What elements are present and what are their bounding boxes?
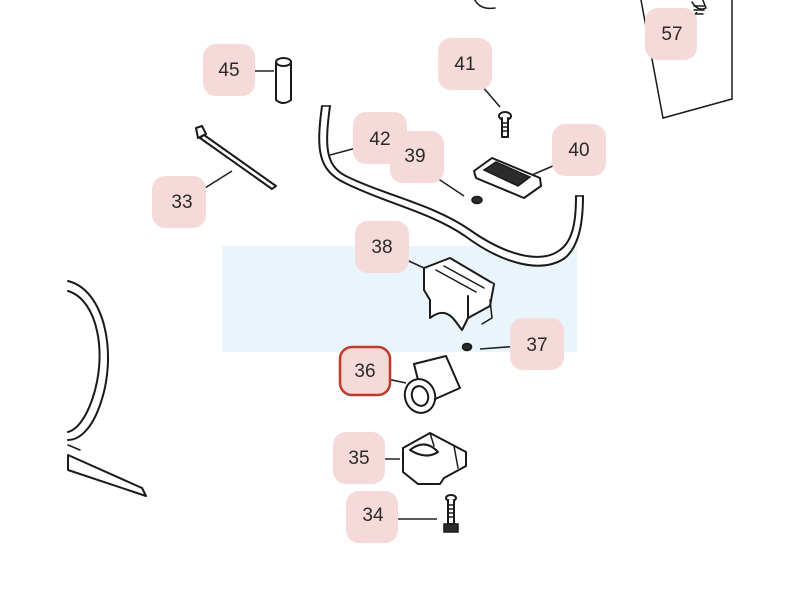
label-35: 35 (348, 448, 369, 469)
part-45-sleeve (275, 57, 292, 104)
part-39-nut (471, 195, 483, 205)
part-34-screw (443, 494, 459, 533)
label-33: 33 (171, 192, 192, 213)
label-45: 45 (218, 60, 239, 81)
callout-labels: 45 41 42 39 40 33 38 37 36 35 34 57 (171, 24, 682, 526)
part-33-cable-tie (195, 125, 277, 190)
callouts (152, 8, 697, 543)
label-34: 34 (362, 505, 384, 526)
label-42: 42 (369, 129, 390, 150)
part-41-bolt (498, 111, 512, 138)
label-57: 57 (661, 24, 682, 45)
part-38-upper-mount (423, 257, 495, 331)
part-36-bushing (403, 355, 461, 414)
label-38: 38 (371, 237, 392, 258)
label-39: 39 (404, 146, 425, 167)
label-37: 37 (526, 335, 547, 356)
part-36-highlight-ring (338, 345, 392, 397)
part-37-nut (461, 342, 473, 352)
label-40: 40 (568, 140, 589, 161)
label-41: 41 (454, 54, 475, 75)
frame-partial (67, 280, 147, 497)
part-40-clamp-plate (473, 157, 542, 199)
label-36: 36 (354, 361, 375, 382)
part-35-lower-mount (402, 432, 467, 485)
